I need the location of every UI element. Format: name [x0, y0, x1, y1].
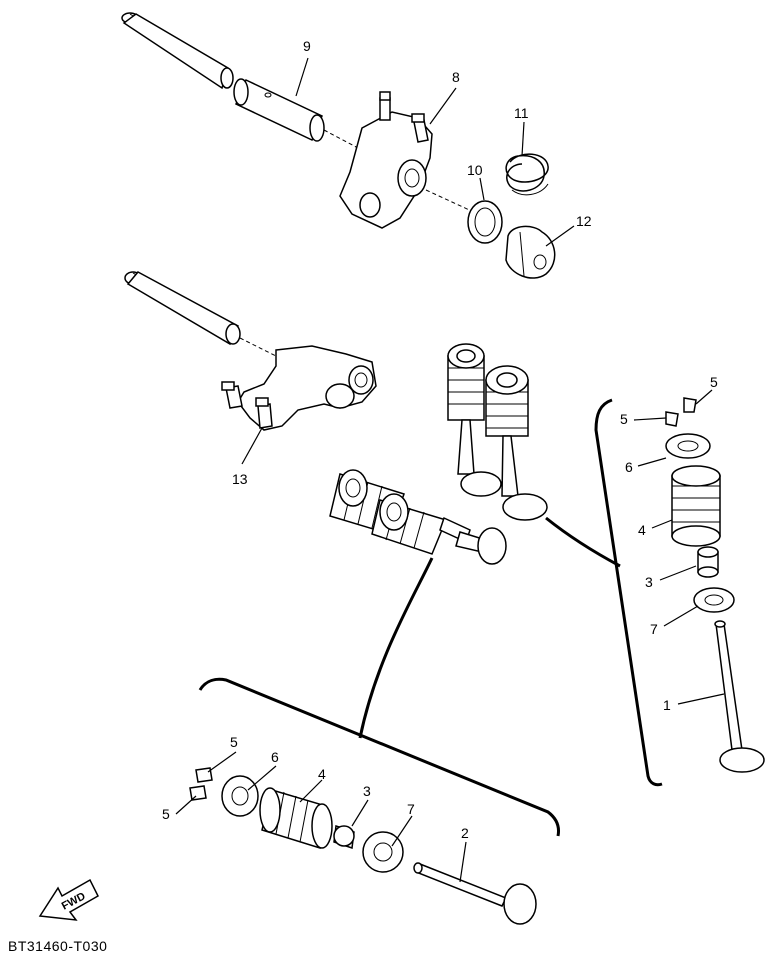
callout-4-right: 4	[638, 522, 646, 538]
fwd-arrow-icon: FWD	[38, 878, 99, 921]
callout-7-lower: 7	[407, 801, 415, 817]
right-seat-7	[693, 587, 735, 613]
lower-seal-3	[333, 824, 355, 850]
right-spring-4	[671, 465, 721, 547]
callout-7-right: 7	[650, 621, 658, 637]
upper-valve-assembly-right	[485, 365, 548, 521]
callout-2: 2	[461, 825, 469, 841]
callout-5-lower-top: 5	[230, 734, 238, 750]
leader-lines	[175, 57, 725, 883]
lower-cotter-5b	[189, 785, 207, 801]
lower-rocker-arm	[221, 345, 377, 431]
callout-10: 10	[467, 162, 483, 178]
upper-valve-assembly-left	[447, 343, 502, 497]
upper-rocker-sleeve	[233, 78, 359, 149]
right-cotter-5a	[683, 397, 697, 413]
lower-valve-2	[413, 862, 537, 925]
lower-seat-7	[362, 831, 404, 873]
lower-retainer-6	[221, 775, 259, 817]
callout-3-lower: 3	[363, 783, 371, 799]
right-seal-3	[697, 546, 719, 578]
callout-1: 1	[663, 697, 671, 713]
callout-6-right: 6	[625, 459, 633, 475]
callouts: 9 8 11 10 12 13 5 5 6 4 3 7 1 5 6 4 3 7 …	[162, 38, 718, 841]
lower-group-bracket	[198, 557, 560, 837]
callout-12: 12	[576, 213, 592, 229]
collar-12	[505, 225, 556, 279]
callout-6-lower: 6	[271, 749, 279, 765]
callout-5-right-top: 5	[710, 374, 718, 390]
upper-rocker-arm	[339, 91, 479, 229]
callout-8: 8	[452, 69, 460, 85]
torsion-spring-11	[505, 153, 549, 196]
right-valve-1	[714, 620, 765, 773]
callout-13: 13	[232, 471, 248, 487]
lower-spring-4	[259, 787, 333, 849]
upper-rocker-shaft	[121, 12, 234, 90]
right-retainer-6	[665, 433, 711, 459]
lower-cotter-5a	[195, 767, 213, 783]
callout-11: 11	[514, 105, 529, 121]
callout-3-right: 3	[645, 574, 653, 590]
right-group-bracket	[545, 398, 663, 787]
horizontal-valve-assembly	[329, 469, 507, 565]
callout-4-lower: 4	[318, 766, 326, 782]
callout-5-right: 5	[620, 411, 628, 427]
right-cotter-5b	[665, 411, 679, 427]
lower-rocker-shaft	[124, 271, 281, 359]
callout-5-lower: 5	[162, 806, 170, 822]
washer-10	[467, 200, 503, 244]
callout-9: 9	[303, 38, 311, 54]
diagram-code: BT31460-T030	[8, 938, 107, 954]
